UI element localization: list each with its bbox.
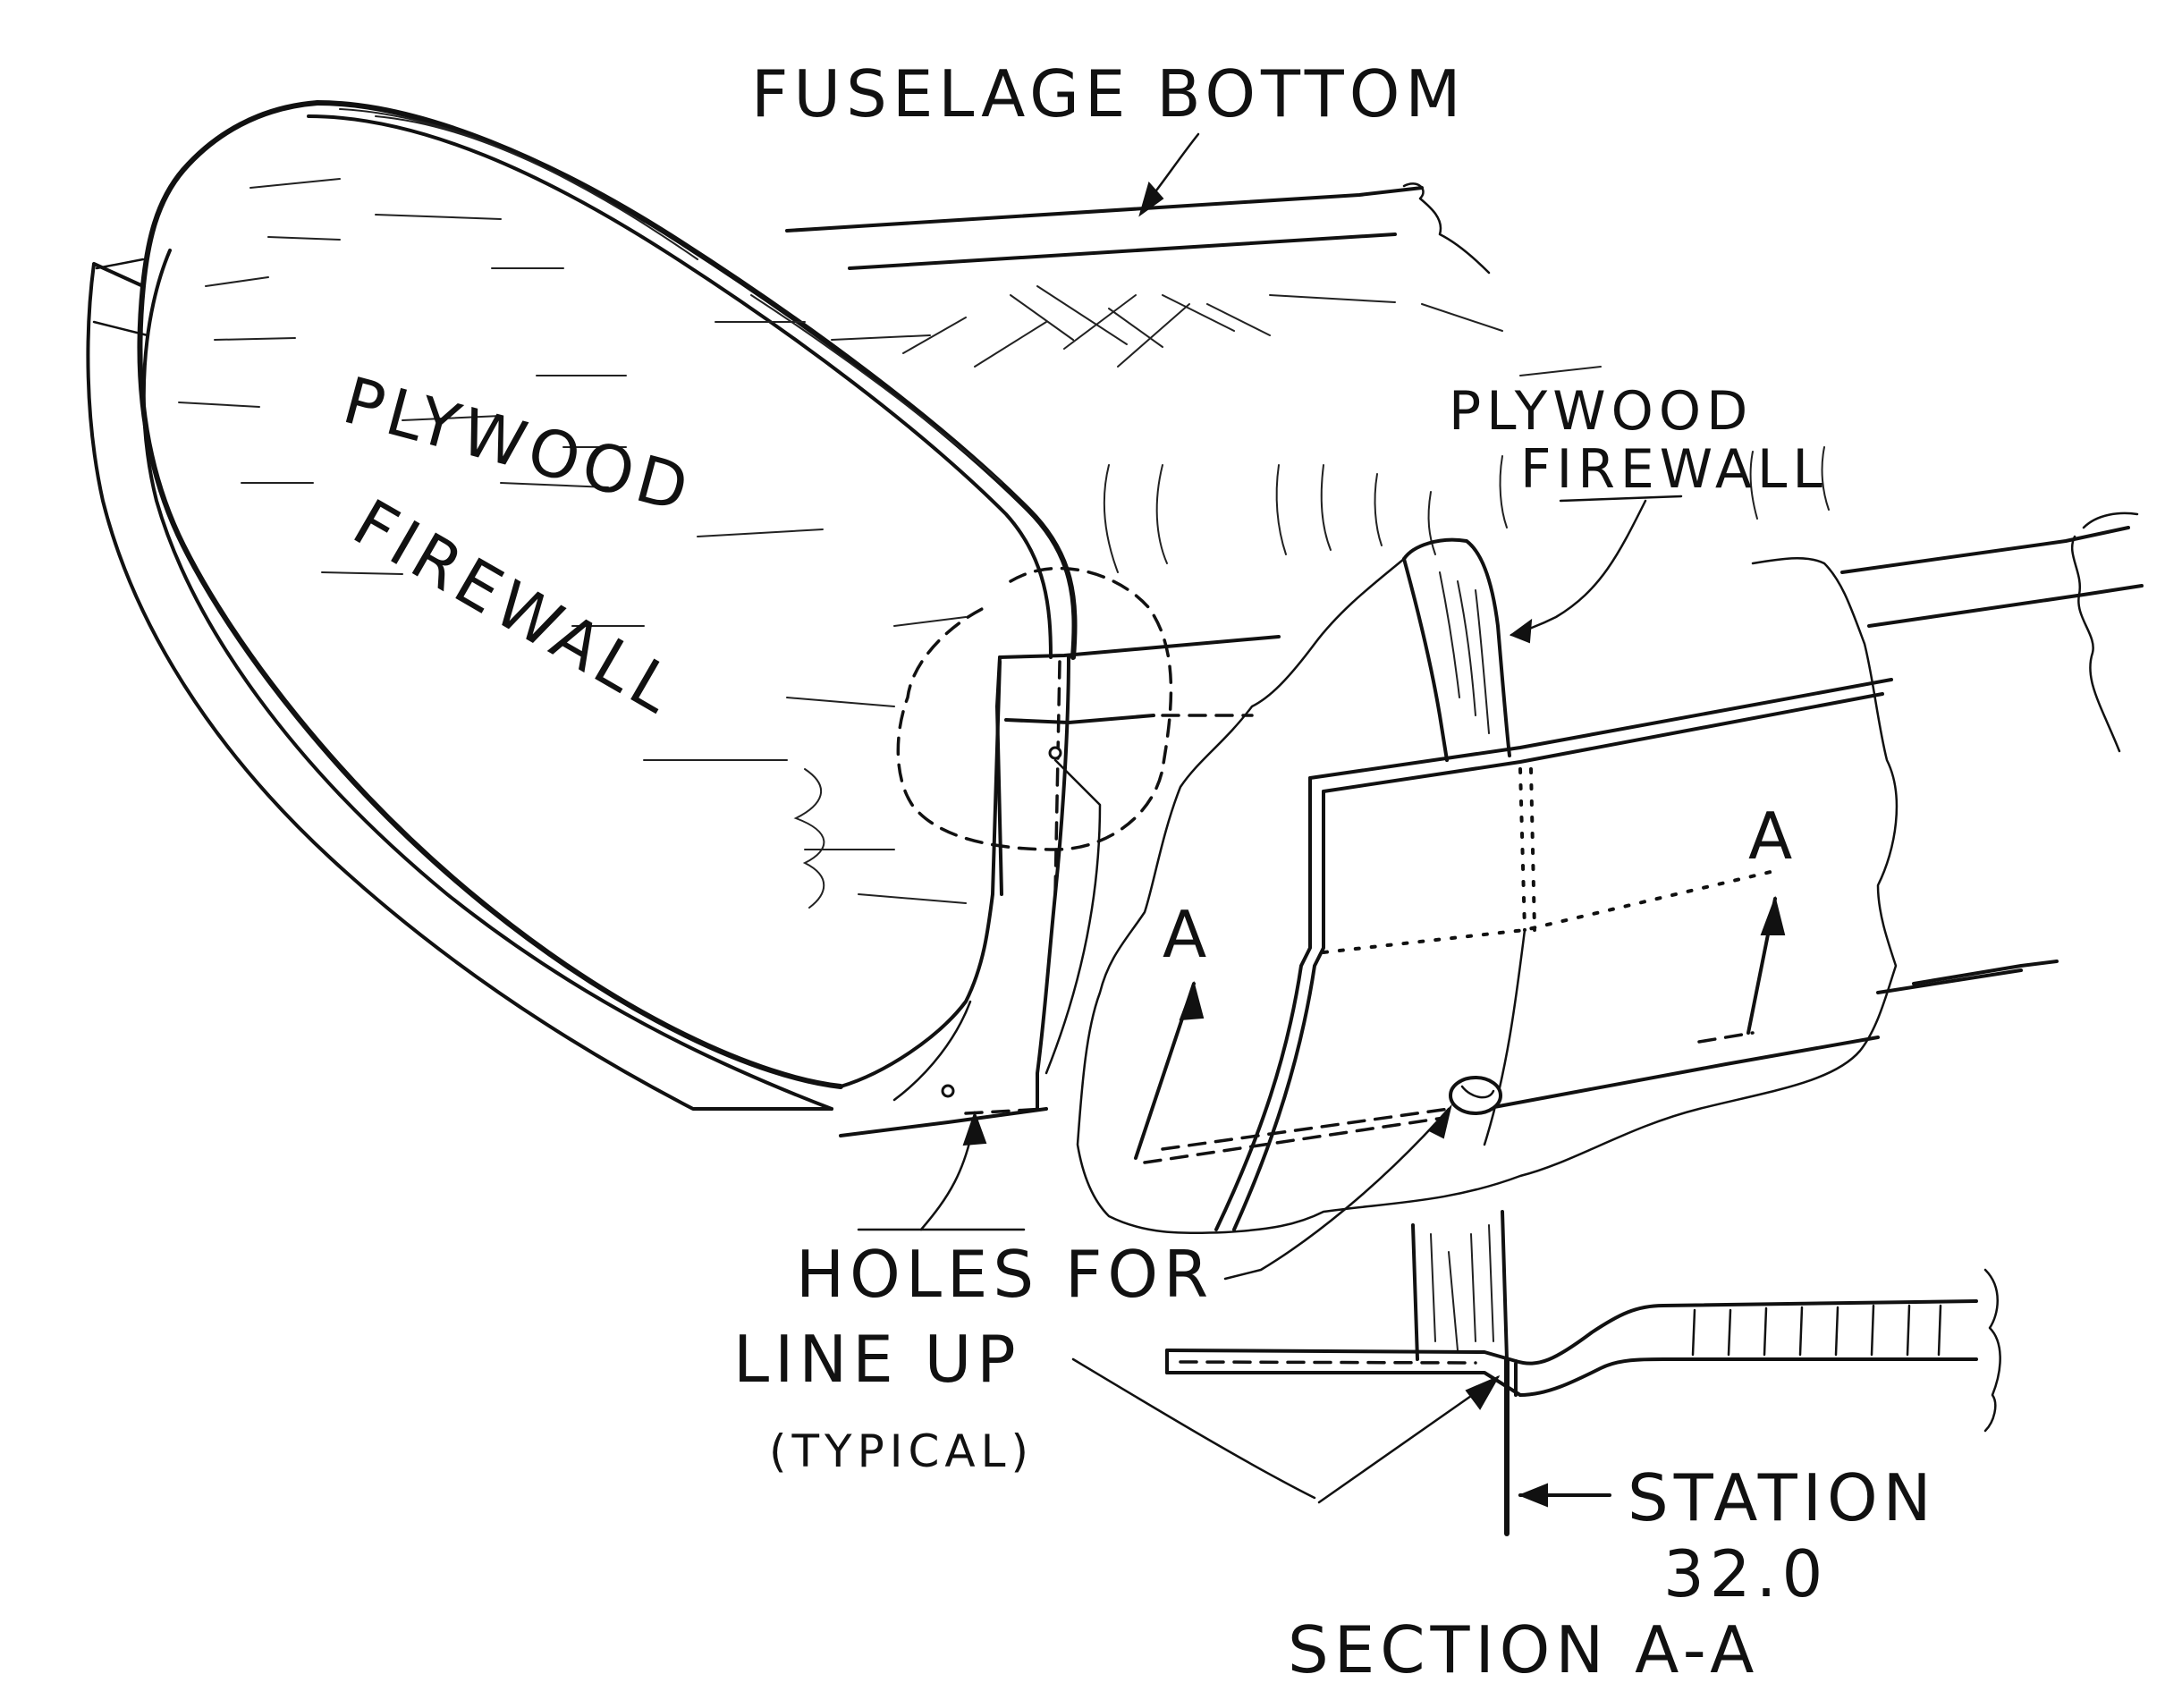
detail-firewall-label-line2: FIREWALL bbox=[1520, 438, 1828, 501]
labels: FUSELAGE BOTTOM PLYWOOD FIREWALL PLYWOOD… bbox=[336, 56, 1937, 1687]
main-plywood-firewall bbox=[86, 100, 1078, 1111]
fuselage-bottom-arrow bbox=[1138, 181, 1164, 217]
detail-enlargement bbox=[1076, 499, 1899, 1235]
fuselage-bottom-label: FUSELAGE BOTTOM bbox=[751, 56, 1467, 131]
main-firewall-label-line2: FIREWALL bbox=[342, 485, 691, 730]
holes-label-line2: LINE UP bbox=[733, 1322, 1021, 1397]
lineup-hole-lower bbox=[941, 1084, 955, 1098]
angle-bracket-main bbox=[839, 566, 1281, 1137]
holes-leaders bbox=[857, 758, 1452, 1281]
detail-firewall-label-line1: PLYWOOD bbox=[1449, 380, 1753, 443]
section-cut-arrows bbox=[1134, 895, 1786, 1164]
holes-label-line1: HOLES FOR bbox=[796, 1237, 1214, 1312]
detail-firewall-underline bbox=[1559, 495, 1683, 503]
lineup-hole-upper bbox=[1048, 746, 1062, 760]
section-title-label: SECTION A-A bbox=[1288, 1612, 1759, 1687]
section-mark-left: A bbox=[1163, 897, 1212, 972]
section-a-a-view bbox=[1071, 1210, 2001, 1536]
section-mark-right: A bbox=[1748, 799, 1797, 874]
holes-label-line3: (TYPICAL) bbox=[769, 1425, 1034, 1477]
fuselage-bottom-outline bbox=[785, 182, 2144, 994]
station-label-line2: 32.0 bbox=[1663, 1536, 1828, 1611]
station-label-line1: STATION bbox=[1628, 1460, 1937, 1535]
